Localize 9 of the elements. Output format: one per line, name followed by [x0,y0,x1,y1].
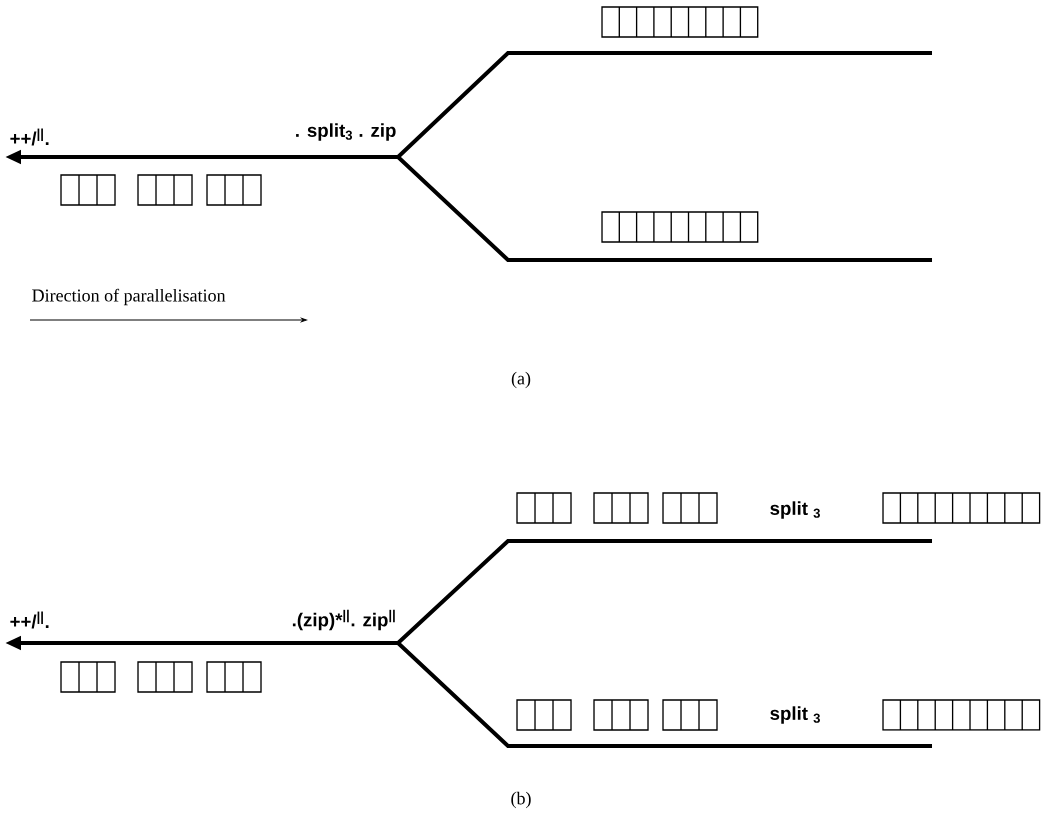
caption-text: Direction of parallelisation [32,288,226,306]
formula-label: .(zip)*$^{||}$. zip$^{||}$ [292,609,395,631]
caption-text: (b) [511,791,531,809]
caption-text: (a) [511,371,531,389]
formula-label: split $_{3}$ [770,706,820,724]
formula-label: ++/$^{||}$. [10,611,49,629]
formula-label: ++/$^{||}$. [10,128,49,146]
formula-label: split $_{3}$ [770,501,820,519]
formula-label: . split$_{3}$ . zip [296,123,396,141]
